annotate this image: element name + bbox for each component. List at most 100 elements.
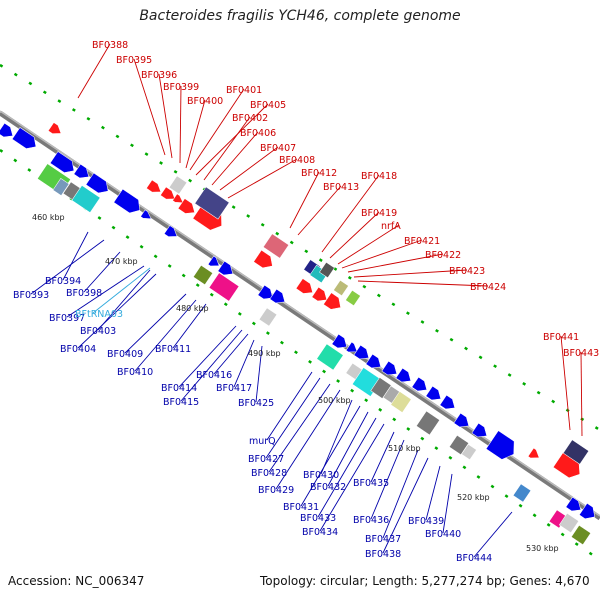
- reverse-gene-feature: [425, 385, 442, 401]
- reverse-gene-feature: [353, 344, 370, 360]
- forward-gene-label: BF0396: [141, 70, 177, 81]
- reverse-leader-line: [124, 293, 187, 354]
- reverse-gene-label: BF0433: [300, 513, 336, 524]
- forward-leader-line: [133, 58, 166, 156]
- position-tick-label: 470 kbp: [105, 257, 138, 266]
- forward-gene-label: BF0388: [92, 40, 128, 51]
- reverse-gene-feature: [331, 333, 348, 349]
- reverse-leader-line: [213, 333, 249, 375]
- gene-feature: [208, 272, 240, 302]
- reverse-leader-line: [268, 383, 331, 473]
- reverse-leader-line: [300, 405, 361, 507]
- reverse-gene-label: BF0411: [155, 344, 191, 355]
- gene-feature: [562, 439, 590, 465]
- reverse-gene-label: BF0415: [163, 397, 199, 408]
- reverse-gene-feature: [453, 412, 470, 428]
- gene-labels: BF0388BF0395BF0396BF0399BF0400BF0401BF04…: [13, 40, 599, 564]
- forward-gene-label: BF0418: [361, 171, 397, 182]
- reverse-gene-label: BF0437: [365, 534, 401, 545]
- reverse-leader-line: [370, 431, 395, 483]
- forward-leader-line: [211, 131, 259, 186]
- reverse-gene-feature: [163, 225, 178, 237]
- reverse-gene-label: BF0438: [365, 549, 401, 560]
- reverse-leader-line: [319, 423, 385, 532]
- reverse-gene-label: BF0398: [66, 288, 102, 299]
- forward-gene-feature: [177, 198, 195, 214]
- forward-leader-line: [203, 116, 251, 181]
- reverse-leader-line: [382, 457, 429, 554]
- reverse-gene-feature: [439, 394, 456, 410]
- forward-gene-label: BF0413: [323, 182, 359, 193]
- forward-leader-line: [337, 224, 400, 265]
- gene-feature: [558, 512, 580, 534]
- forward-gene-label: BF0408: [279, 155, 315, 166]
- reverse-gene-feature: [471, 422, 488, 438]
- forward-gene-label: BF0422: [425, 250, 461, 261]
- forward-leader-line: [321, 174, 380, 253]
- reverse-gene-feature: [578, 502, 596, 520]
- reverse-leader-line: [275, 389, 341, 490]
- forward-leader-line: [179, 85, 182, 164]
- reverse-gene-feature: [11, 127, 37, 149]
- gene-feature: [192, 264, 214, 286]
- reverse-leader-line: [134, 299, 197, 372]
- reverse-leader-line: [77, 273, 157, 349]
- forward-leader-line: [195, 103, 269, 176]
- label-leader-lines: [30, 43, 583, 558]
- forward-gene-label: BF0441: [543, 332, 579, 343]
- gene-feature: [319, 261, 335, 279]
- reverse-gene-feature: [365, 353, 382, 369]
- reverse-leader-line: [172, 303, 207, 349]
- forward-leader-line: [189, 88, 245, 171]
- gene-feature: [415, 410, 441, 436]
- rna-gene-label: BFtRNA03: [75, 309, 123, 320]
- forward-leader-line: [227, 158, 298, 199]
- forward-leader-line: [329, 211, 380, 259]
- reverse-leader-line: [320, 399, 353, 475]
- forward-gene-feature: [47, 122, 62, 134]
- reverse-gene-label: BF0393: [13, 290, 49, 301]
- forward-gene-feature: [253, 249, 273, 269]
- topology-text: Topology: circular; Length: 5,277,274 bp…: [260, 574, 590, 588]
- reverse-gene-label: BF0431: [283, 502, 319, 513]
- reverse-leader-line: [83, 251, 121, 293]
- gene-feature: [333, 279, 349, 297]
- position-tick-label: 500 kbp: [318, 396, 351, 405]
- forward-gene-label: BF0412: [301, 168, 337, 179]
- forward-gene-label: BF0399: [163, 82, 199, 93]
- reverse-gene-feature: [395, 367, 412, 383]
- reverse-gene-label: BF0429: [258, 485, 294, 496]
- forward-gene-feature: [527, 447, 540, 459]
- forward-gene-feature: [172, 193, 184, 204]
- forward-leader-line: [353, 269, 468, 278]
- reverse-leader-line: [97, 269, 151, 331]
- reverse-gene-label: BF0444: [456, 553, 492, 564]
- reverse-gene-feature: [345, 341, 358, 353]
- gene-feature: [461, 443, 477, 461]
- forward-leader-line: [341, 239, 423, 269]
- forward-gene-label: BF0402: [232, 113, 268, 124]
- forward-gene-label: BF0400: [187, 96, 223, 107]
- position-tick-label: 530 kbp: [526, 544, 559, 553]
- position-tick-label: 490 kbp: [248, 349, 281, 358]
- inner-track: [0, 148, 600, 562]
- reverse-gene-label: BF0416: [196, 370, 232, 381]
- forward-leader-line: [347, 253, 444, 273]
- forward-leader-line: [77, 43, 111, 99]
- reverse-gene-feature: [113, 188, 141, 214]
- reverse-gene-label: BF0409: [107, 349, 143, 360]
- position-tick-label: 480 kbp: [176, 304, 209, 313]
- reverse-gene-label: BF0432: [310, 482, 346, 493]
- forward-leader-line: [357, 280, 489, 287]
- forward-leader-line: [185, 99, 206, 169]
- reverse-leader-line: [370, 439, 405, 520]
- reverse-gene-feature: [381, 360, 398, 376]
- reverse-leader-line: [425, 465, 441, 521]
- forward-gene-feature: [311, 286, 328, 302]
- reverse-gene-feature: [269, 288, 286, 304]
- forward-gene-label: nrfA: [381, 221, 401, 232]
- reverse-leader-line: [180, 329, 243, 402]
- reverse-gene-label: BF0425: [238, 398, 274, 409]
